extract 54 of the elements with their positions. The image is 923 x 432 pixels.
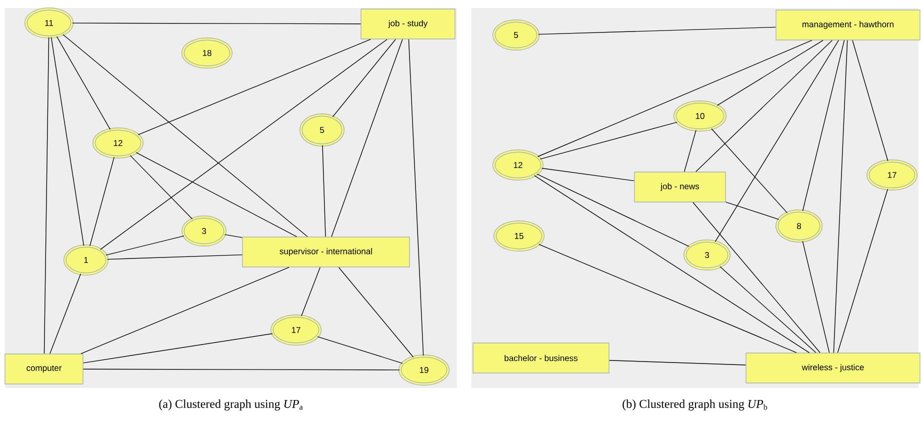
edge-line <box>540 122 678 160</box>
edge-line <box>714 40 839 242</box>
edge-line <box>130 155 193 220</box>
edge-line <box>837 188 888 353</box>
cluster-box: management - hawthorn <box>776 10 920 40</box>
edge-line <box>833 40 848 353</box>
edge-line <box>44 37 50 354</box>
edge-line <box>331 39 403 237</box>
edge-line <box>301 267 320 316</box>
edge-line <box>696 40 832 172</box>
cluster-box: computer <box>4 354 84 384</box>
edge-line <box>90 156 114 246</box>
edge-line <box>720 266 816 353</box>
edge-line <box>802 240 830 353</box>
edge-line <box>541 168 634 182</box>
edge-line <box>538 244 797 353</box>
subfigure-caption: (a) Clustered graph using UP$_{a}$ <box>159 400 303 410</box>
edge-line <box>83 368 400 370</box>
cluster-box: bachelor - business <box>472 342 610 374</box>
edge-line <box>536 174 690 247</box>
cluster-box: supervisor - international <box>242 236 410 268</box>
cluster-box: job - study <box>360 8 456 40</box>
cluster-box: job - news <box>634 172 726 202</box>
edge-line <box>106 254 242 260</box>
edge-line <box>609 360 746 366</box>
edge-line <box>684 130 696 172</box>
edge-line <box>408 39 424 356</box>
edge-line <box>62 34 308 237</box>
edge-line <box>138 39 371 136</box>
edge-line <box>72 22 362 24</box>
edge-line <box>332 39 396 118</box>
edge-line <box>50 274 81 354</box>
edge-line <box>538 26 776 35</box>
edge-line <box>726 202 780 220</box>
edge-line <box>56 36 111 130</box>
edge-line <box>100 39 388 250</box>
edge-line <box>716 40 824 106</box>
edge-line <box>711 128 788 214</box>
edge-line <box>83 333 273 364</box>
edge-line <box>338 267 414 358</box>
edge-line <box>136 152 298 237</box>
edge-line <box>50 36 84 246</box>
subfigure-caption: (b) Clustered graph using UP$_{b}$ <box>622 400 768 410</box>
edge-line <box>322 145 326 237</box>
cluster-box: wireless - justice <box>746 352 920 384</box>
edge-line <box>224 234 242 238</box>
edge-line <box>534 175 810 353</box>
edge-line <box>317 336 403 364</box>
edge-line <box>537 40 812 157</box>
edge-line <box>692 202 820 353</box>
edge-line <box>852 40 888 162</box>
edge-line <box>80 267 290 354</box>
edge-line <box>106 236 184 256</box>
edge-line <box>802 40 845 212</box>
